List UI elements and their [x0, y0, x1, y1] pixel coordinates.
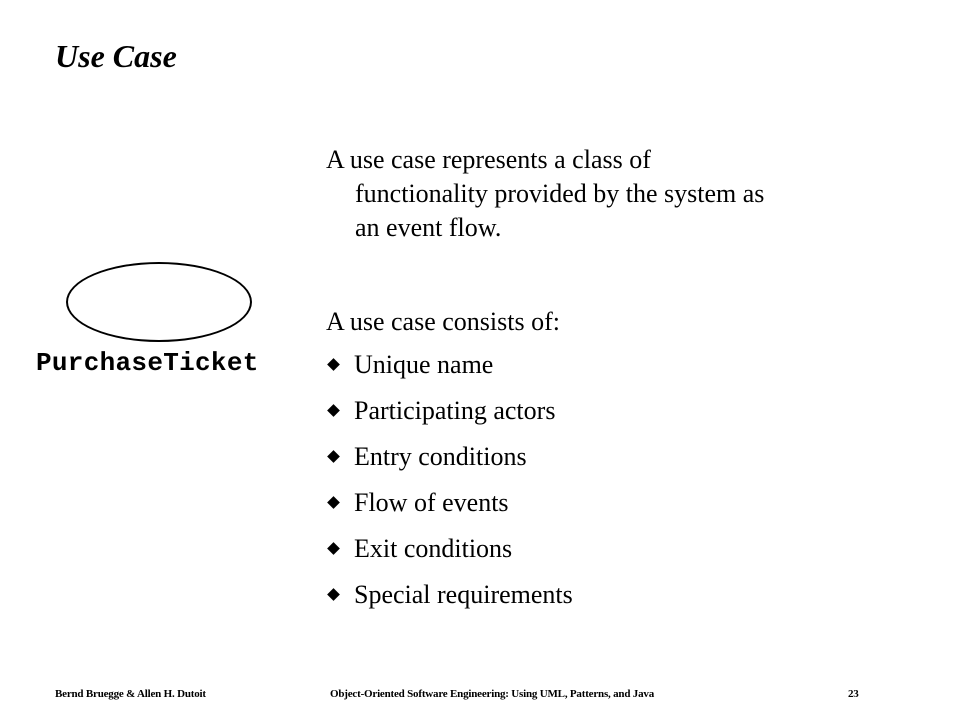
- bullet-text: Unique name: [354, 350, 494, 379]
- definition-line-2: functionality provided by the system as: [355, 179, 765, 208]
- definition-paragraph: A use case represents a class of functio…: [326, 143, 886, 245]
- use-case-ellipse: [66, 262, 252, 342]
- use-case-label: PurchaseTicket: [36, 348, 259, 378]
- definition-line-1: A use case represents a class of: [326, 145, 651, 174]
- list-item: Flow of events: [326, 486, 573, 532]
- diamond-bullet-icon: [326, 532, 342, 566]
- slide-title: Use Case: [55, 38, 177, 74]
- list-item: Exit conditions: [326, 532, 573, 578]
- diamond-bullet-icon: [326, 348, 342, 382]
- bullet-text: Entry conditions: [354, 442, 527, 471]
- bullet-text: Exit conditions: [354, 534, 513, 563]
- list-item: Unique name: [326, 348, 573, 394]
- footer-book-title: Object-Oriented Software Engineering: Us…: [330, 688, 655, 700]
- definition-line-3: an event flow.: [355, 213, 502, 242]
- list-item: Entry conditions: [326, 440, 573, 486]
- list-item: Special requirements: [326, 578, 573, 624]
- diamond-bullet-icon: [326, 578, 342, 612]
- bullet-text: Special requirements: [354, 580, 573, 609]
- footer-page-number: 23: [848, 688, 859, 700]
- list-item: Participating actors: [326, 394, 573, 440]
- diamond-bullet-icon: [326, 440, 342, 474]
- footer-authors: Bernd Bruegge & Allen H. Dutoit: [55, 688, 206, 700]
- diamond-bullet-icon: [326, 486, 342, 520]
- bullet-text: Participating actors: [354, 396, 556, 425]
- bullet-text: Flow of events: [354, 488, 509, 517]
- consists-intro: A use case consists of:: [326, 307, 560, 336]
- bullet-list: Unique name Participating actors Entry c…: [326, 348, 573, 624]
- diamond-bullet-icon: [326, 394, 342, 428]
